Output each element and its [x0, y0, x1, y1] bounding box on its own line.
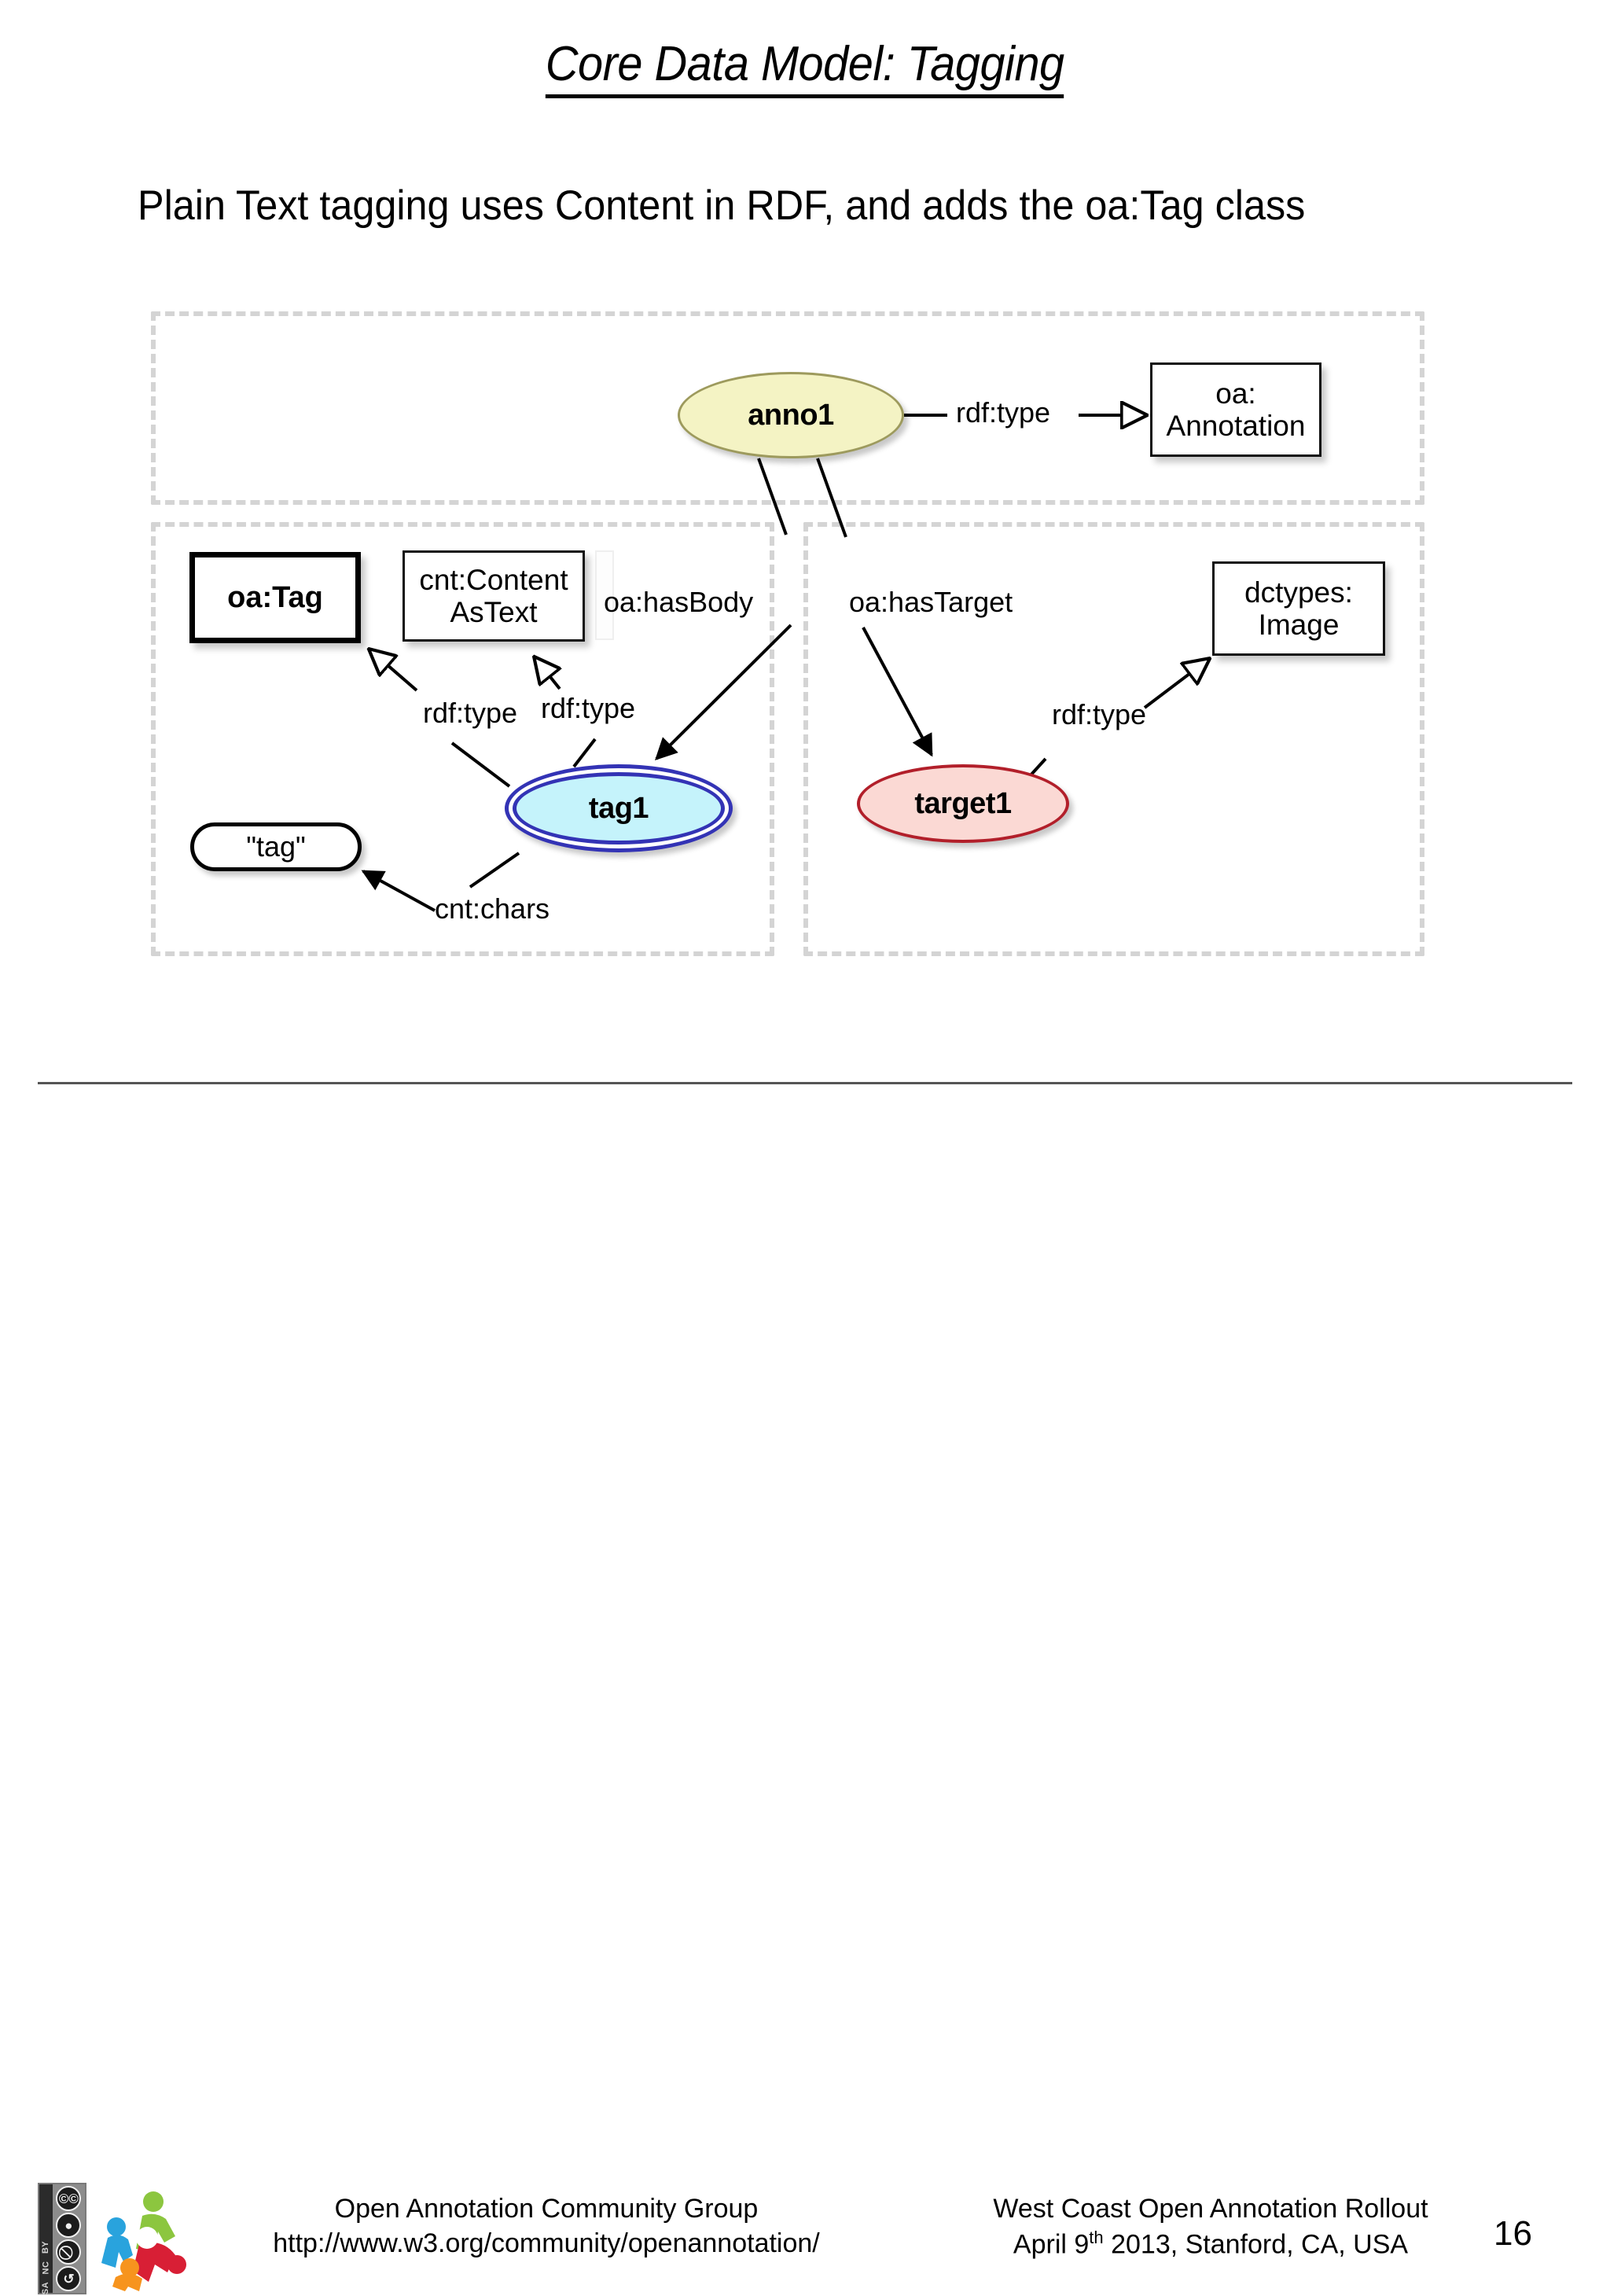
- node-anno1-label: anno1: [748, 398, 834, 432]
- footer-event-date: April 9th 2013, Stanford, CA, USA: [928, 2227, 1494, 2262]
- footer-event-date-prefix: April 9: [1013, 2228, 1090, 2259]
- footer-group-info: Open Annotation Community Group http://w…: [220, 2192, 873, 2261]
- edge-label-rdftype-oatag: rdf:type: [423, 697, 518, 729]
- edge-rdftype-cnt-upper: [535, 657, 560, 690]
- node-literal-tag-label: "tag": [246, 830, 306, 863]
- node-cnt-contentastext[interactable]: cnt:Content AsText: [402, 550, 585, 642]
- footer-divider: [38, 1082, 1572, 1084]
- footer-event-date-sup: th: [1089, 2227, 1104, 2247]
- edge-label-cntchars: cnt:chars: [435, 892, 550, 925]
- edge-hasbody-upper: [757, 458, 788, 535]
- cc-badge-icons: ©© ● ⃠ ↺: [52, 2184, 85, 2293]
- node-oa-tag[interactable]: oa:Tag: [189, 552, 361, 643]
- cc-badge-letters: BY NC SA: [39, 2184, 53, 2296]
- rdf-graph-diagram: anno1 oa: Annotation oa:Tag cnt:Content …: [151, 0, 1610, 956]
- node-literal-tag[interactable]: "tag": [190, 822, 362, 871]
- node-oa-tag-label: oa:Tag: [227, 580, 323, 614]
- edge-rdftype-cnt-lower: [572, 738, 597, 768]
- edge-rdftype-oatag-upper: [369, 649, 418, 692]
- edge-cntchars-upper: [469, 852, 520, 889]
- edge-hasbody-lower: [655, 624, 792, 760]
- node-tag1[interactable]: tag1: [513, 772, 725, 844]
- edge-label-rdftype-dctypes: rdf:type: [1052, 698, 1147, 730]
- open-annotation-logo: [101, 2191, 186, 2291]
- page-title: Core Data Model: Tagging: [0, 37, 1610, 99]
- node-dctypes-image-line2: Image: [1258, 609, 1340, 641]
- cc-badge-letter-by: BY: [41, 2240, 51, 2254]
- node-tag1-label: tag1: [588, 791, 649, 825]
- node-oa-annotation-line1: oa:: [1215, 377, 1256, 410]
- edge-label-rdftype-cnt: rdf:type: [541, 692, 636, 724]
- footer-group-name: Open Annotation Community Group: [334, 2194, 759, 2224]
- cc-badge-letter-sa: SA: [41, 2281, 51, 2295]
- cc-badge-letter-nc: NC: [41, 2261, 51, 2275]
- body-group-frame: [151, 522, 774, 956]
- node-oa-annotation[interactable]: oa: Annotation: [1150, 362, 1321, 457]
- target-group-frame: [803, 522, 1424, 956]
- edge-label-hastarget: oa:hasTarget: [849, 586, 1013, 618]
- node-dctypes-image[interactable]: dctypes: Image: [1212, 561, 1385, 656]
- diagram-edges: [361, 0, 1610, 912]
- node-dctypes-image-line1: dctypes:: [1244, 576, 1353, 609]
- node-target1[interactable]: target1: [857, 764, 1069, 843]
- edge-cntchars-lower: [361, 870, 436, 912]
- footer-group-url[interactable]: http://www.w3.org/community/openannotati…: [273, 2228, 820, 2258]
- edge-rdftype-oatag-lower: [450, 741, 511, 788]
- page-title-text: Core Data Model: Tagging: [546, 37, 1064, 99]
- node-target1-label: target1: [914, 786, 1012, 820]
- sa-sharealike-icon: ↺: [56, 2266, 82, 2291]
- node-oa-annotation-line2: Annotation: [1166, 410, 1306, 442]
- footer-event-info: West Coast Open Annotation Rollout April…: [928, 2192, 1494, 2261]
- nc-nocommercial-icon: ⃠: [56, 2239, 82, 2265]
- edge-hastarget-lower: [862, 627, 933, 757]
- cc-circle-icon: ©©: [56, 2186, 82, 2211]
- by-person-icon: ●: [56, 2213, 82, 2238]
- footer-event-name: West Coast Open Annotation Rollout: [993, 2194, 1428, 2224]
- edge-rdftype-dctypes-upper: [1143, 659, 1209, 709]
- page-number: 16: [1494, 2214, 1532, 2253]
- node-anno1[interactable]: anno1: [678, 372, 904, 458]
- annotation-group-frame: [151, 311, 1424, 505]
- edge-label-rdftype-anno: rdf:type: [956, 396, 1051, 429]
- slide-subtitle: Plain Text tagging uses Content in RDF, …: [138, 182, 1306, 229]
- node-cnt-contentastext-line1: cnt:Content: [419, 563, 568, 596]
- ghost-placeholder-box: [595, 550, 614, 640]
- footer: BY NC SA ©© ● ⃠ ↺ Open Annotation Commun…: [0, 1091, 1610, 2294]
- cc-license-badge-icon[interactable]: BY NC SA ©© ● ⃠ ↺: [38, 2183, 86, 2294]
- node-cnt-contentastext-line2: AsText: [450, 596, 538, 628]
- footer-event-date-suffix: 2013, Stanford, CA, USA: [1103, 2228, 1409, 2259]
- edge-hastarget-upper: [816, 458, 847, 538]
- edge-label-hasbody: oa:hasBody: [604, 586, 754, 618]
